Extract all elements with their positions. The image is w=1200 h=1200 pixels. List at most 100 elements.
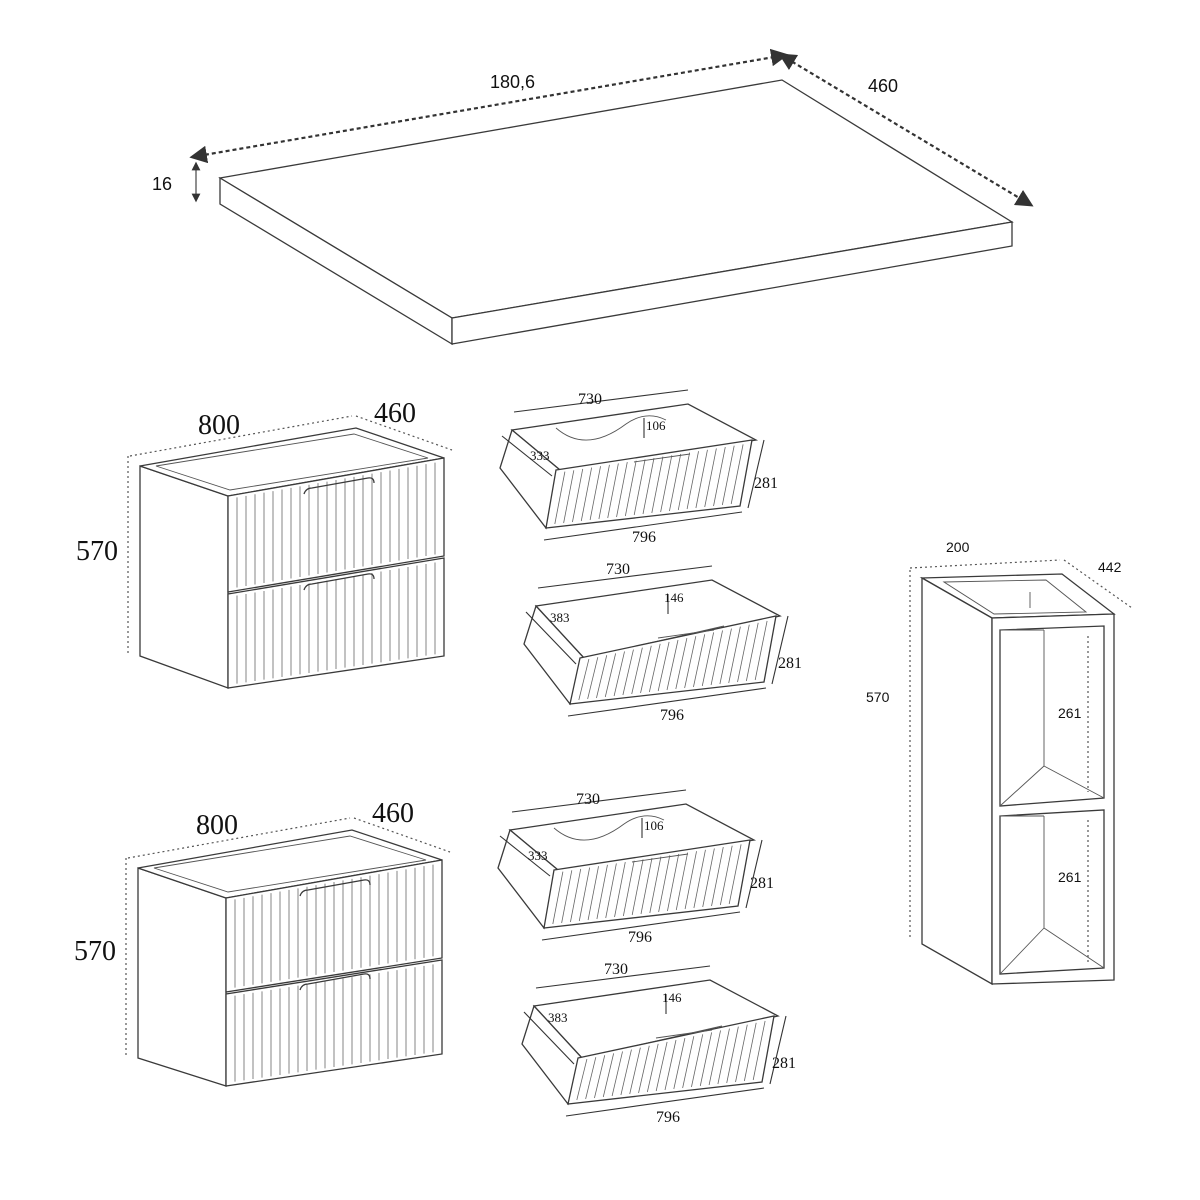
drawer-width-dimension: [511, 789, 687, 813]
drawer-lower-2-front-height: 281: [772, 1055, 796, 1072]
flute-line: [743, 1022, 757, 1082]
flute-line: [572, 468, 584, 523]
drawer-front-width-dimension: [565, 1087, 765, 1117]
drawer-width-dimension: [535, 965, 711, 989]
cabinet-top-depth-label: 460: [374, 398, 416, 429]
flute-line: [620, 1049, 632, 1096]
drawer-lower-1-inner-width: 730: [606, 561, 630, 578]
drawer-back-notch: [553, 815, 665, 841]
flute-line: [682, 1036, 695, 1089]
flute-line: [614, 862, 626, 918]
drawer-lower-2-inner-depth: 383: [548, 1010, 568, 1025]
drawer-upper-1-inner-depth: 333: [530, 448, 550, 463]
drawer-lower-1: [523, 565, 789, 717]
cabinet-top-handle-1: [303, 477, 375, 495]
flute-line: [754, 620, 768, 681]
drawer-front: [567, 1015, 775, 1105]
drawer-height-dimension: [771, 615, 789, 685]
flute-line: [552, 871, 564, 925]
flute-line: [638, 1045, 650, 1094]
drawer-upper-2-inner-depth: 333: [528, 848, 548, 863]
flute-line: [719, 628, 732, 685]
flute-line: [587, 866, 599, 921]
drawer-height-dimension: [769, 1015, 787, 1085]
countertop-front-edge: [451, 221, 1013, 345]
drawer-depth-dimension: [501, 435, 553, 477]
flute-line: [649, 856, 662, 914]
flute-line: [684, 636, 697, 689]
drawer-back-notch: [555, 415, 667, 441]
cabinet-bottom-depth-dimension: [353, 817, 451, 853]
shelf-unit-side: [921, 576, 993, 986]
cabinet-bottom: 800 460 570: [74, 798, 451, 1087]
shelf-unit-width-dimension: [909, 559, 1061, 569]
flute-line: [640, 857, 653, 915]
flute-line: [589, 466, 601, 521]
cabinet-bottom-handle-2: [299, 973, 371, 991]
flute-line: [695, 449, 708, 509]
drawer-upper-2-notch: 106: [644, 818, 664, 833]
flute-line: [604, 653, 617, 698]
countertop: 180,6 460 16: [152, 48, 1034, 346]
flute-line: [666, 639, 679, 691]
flute-line: [664, 1039, 677, 1091]
cabinet-bottom-width-label: 800: [196, 810, 238, 841]
flute-line: [701, 632, 715, 687]
flute-line: [675, 852, 689, 911]
flute-line: [585, 1057, 597, 1100]
flute-line: [605, 863, 617, 919]
drawer-width-dimension: [513, 389, 689, 413]
shelf-unit-upper-label: 261: [1058, 705, 1082, 721]
cabinet-bottom-handle-1: [299, 879, 371, 897]
flute-line: [658, 855, 671, 913]
drawer-lower-1-inner-depth: 383: [550, 610, 570, 625]
countertop-depth-dimension: [778, 53, 1034, 207]
flute-line: [699, 1032, 713, 1087]
flute-line: [717, 1028, 730, 1085]
flute-line: [554, 471, 566, 525]
drawer-upper-1-front-width: 796: [632, 529, 656, 546]
flute-line: [629, 1047, 641, 1095]
drawer-lower-2: [521, 965, 787, 1117]
cabinet-bottom-height-label: 570: [74, 936, 116, 967]
flute-line: [594, 1055, 606, 1099]
shelf-unit-depth-label: 442: [1098, 559, 1122, 575]
flute-line: [745, 622, 759, 682]
cabinet-top-side: [139, 465, 229, 689]
flute-line: [721, 445, 735, 506]
drawer-lower-2-front-width: 796: [656, 1109, 680, 1126]
cabinet-top-height-label: 570: [76, 536, 118, 567]
flute-line: [596, 655, 608, 699]
flute-line: [702, 848, 715, 908]
drawer-upper-1-notch: 106: [646, 418, 666, 433]
flute-line: [684, 851, 697, 910]
flute-line: [735, 1024, 748, 1083]
flute-line: [686, 451, 699, 510]
flute-line: [580, 467, 593, 522]
flute-line: [640, 645, 652, 694]
drawer-depth-dimension: [525, 611, 577, 665]
flute-line: [693, 634, 706, 688]
cabinet-top-handle-2: [303, 573, 375, 591]
flute-line: [660, 455, 673, 513]
flute-line: [624, 460, 637, 517]
drawer-depth-dimension: [499, 835, 551, 877]
drawer-upper-1-inner-width: 730: [578, 391, 602, 408]
drawer-handle: [657, 629, 715, 639]
drawer-width-dimension: [537, 565, 713, 589]
drawer-handle: [655, 1029, 713, 1039]
flute-line: [561, 870, 573, 924]
flute-line: [693, 849, 706, 909]
flute-line: [710, 630, 723, 686]
drawer-front-width-dimension: [541, 911, 741, 941]
shelf-unit-height-label: 570: [866, 689, 890, 705]
drawer-upper-2-front-height: 281: [750, 875, 774, 892]
drawer-lower-1-front-width: 796: [660, 707, 684, 724]
flute-line: [622, 860, 635, 917]
flute-line: [737, 624, 750, 683]
drawer-upper-2-front-width: 796: [628, 929, 652, 946]
flute-line: [655, 1041, 668, 1092]
flute-line: [726, 1026, 739, 1084]
